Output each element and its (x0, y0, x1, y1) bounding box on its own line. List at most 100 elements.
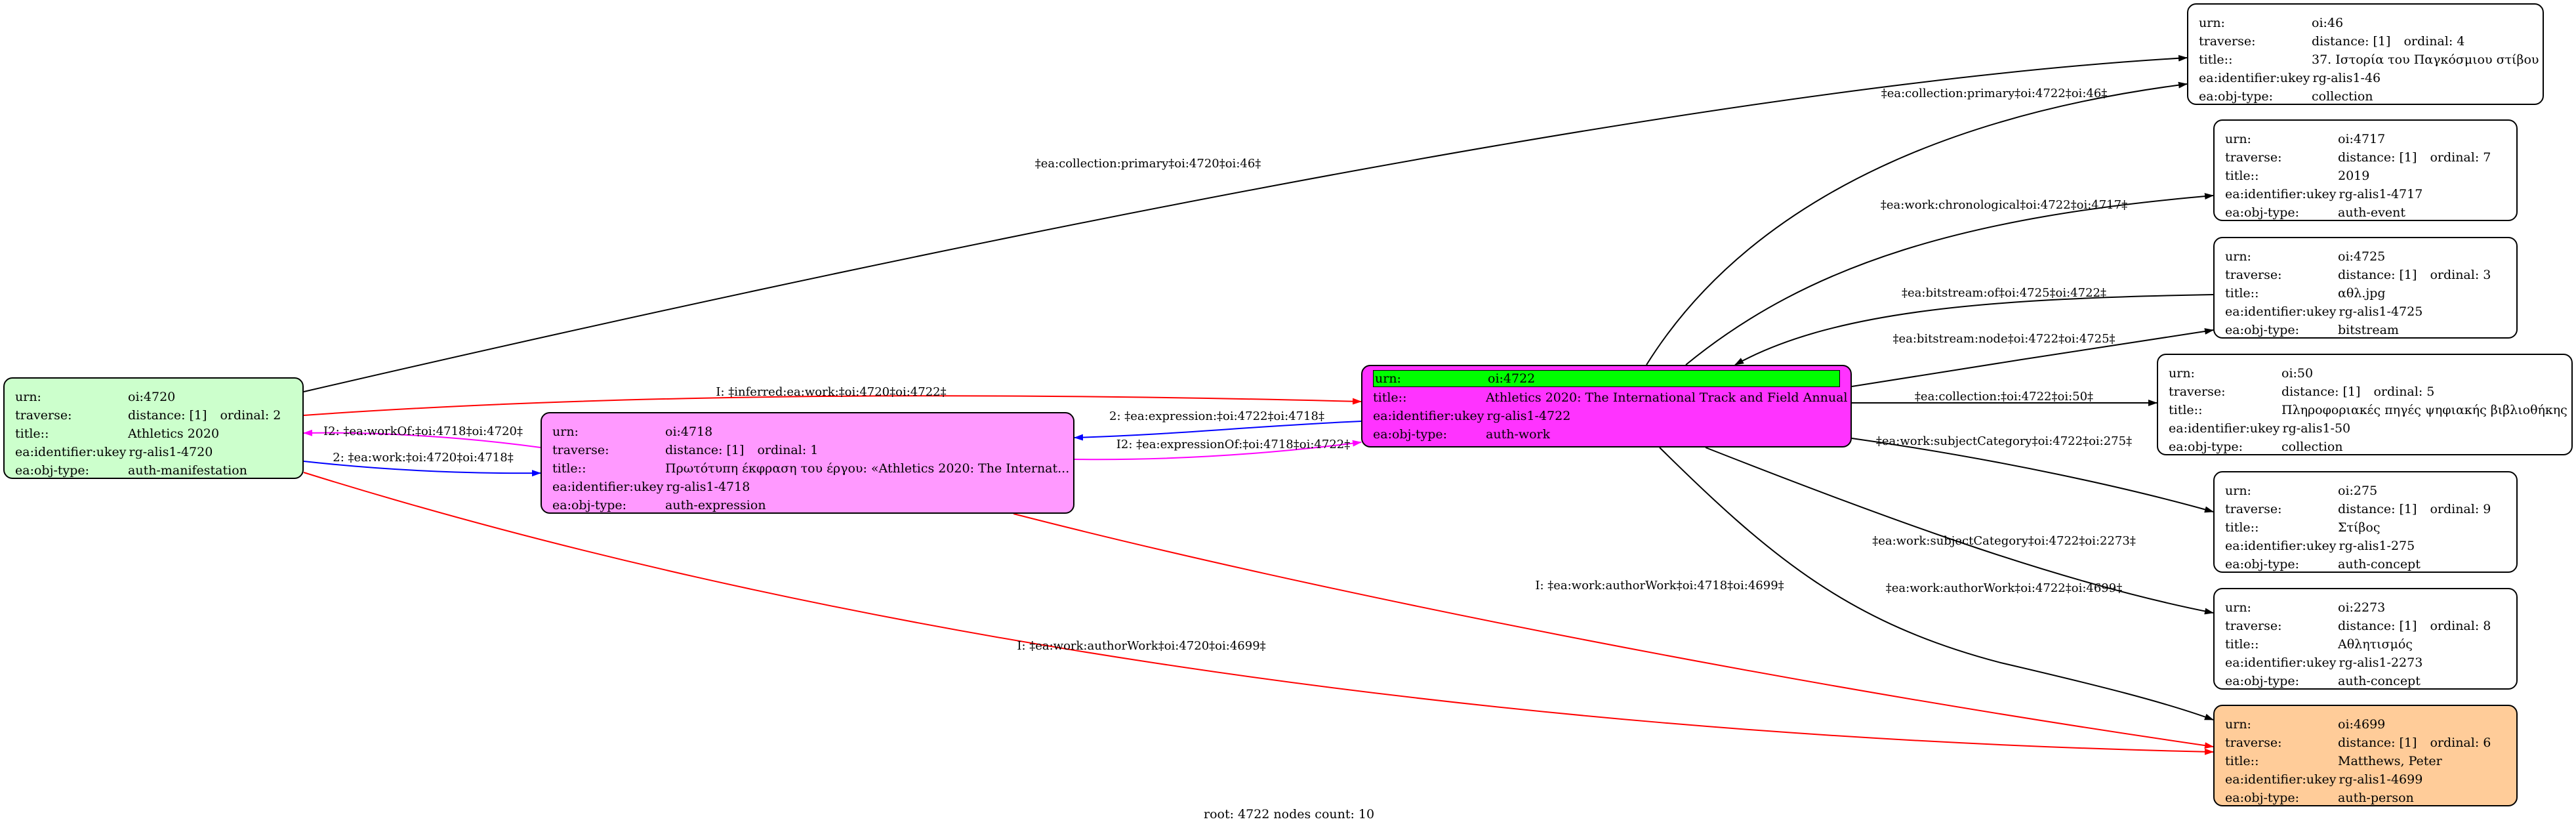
field-label: traverse: (2199, 34, 2256, 49)
field-label: ea:identifier:ukey (2225, 304, 2337, 319)
edge-label-e12: I2: ‡ea:expressionOf:‡oi:4718‡oi:4722‡ (1116, 438, 1350, 451)
field-label: title:: (2225, 286, 2259, 301)
edge-label-e14: 2: ‡ea:work:‡oi:4720‡oi:4718‡ (333, 451, 513, 465)
objtype-value: auth-work (1486, 427, 1551, 442)
field-label: ea:obj-type: (15, 463, 90, 478)
ordinal-value: ordinal: 6 (2430, 736, 2491, 750)
urn-value: oi:2273 (2338, 600, 2386, 615)
edge-e12 (1074, 440, 1362, 461)
node-oi-4699[interactable]: urn:oi:4699 traverse:distance: [1]ordina… (2213, 705, 2518, 806)
urn-value: oi:4720 (128, 390, 176, 404)
field-label: urn: (2199, 16, 2225, 30)
field-label: title:: (15, 426, 49, 441)
ordinal-value: ordinal: 4 (2403, 34, 2465, 49)
ordinal-value: ordinal: 9 (2430, 502, 2491, 516)
urn-value: oi:4717 (2338, 132, 2386, 146)
edge-label-e11: 2: ‡ea:expression:‡oi:4722‡oi:4718‡ (1109, 409, 1324, 423)
field-label: ea:identifier:ukey (15, 445, 127, 459)
node-oi-46[interactable]: urn:oi:46 traverse:distance: [1]ordinal:… (2187, 3, 2544, 105)
objtype-value: bitstream (2338, 323, 2399, 337)
ukey-value: rg-alis1-4717 (2339, 187, 2423, 201)
edge-e7 (1851, 438, 2214, 513)
title-value: 37. Ιστορία του Παγκόσμιου στίβου (2312, 52, 2539, 67)
node-oi-2273[interactable]: urn:oi:2273 traverse:distance: [1]ordina… (2213, 588, 2518, 690)
field-label: ea:obj-type: (2225, 205, 2300, 220)
urn-value: oi:4718 (665, 425, 713, 439)
field-label: traverse: (552, 443, 609, 457)
field-label: title:: (2225, 520, 2259, 535)
ordinal-value: ordinal: 3 (2430, 268, 2491, 282)
field-label: ea:identifier:ukey (552, 480, 664, 494)
field-label: traverse: (2169, 385, 2226, 399)
title-value: Πληροφοριακές πηγές ψηφιακής βιβλιοθήκης (2281, 403, 2567, 417)
objtype-value: auth-concept (2338, 557, 2421, 572)
node-oi-4718[interactable]: urn:oi:4718 traverse:distance: [1]ordina… (541, 412, 1074, 514)
node-oi-4717[interactable]: urn:oi:4717 traverse:distance: [1]ordina… (2213, 119, 2518, 221)
field-label: ea:identifier:ukey (2199, 71, 2310, 85)
ordinal-value: ordinal: 8 (2430, 619, 2491, 633)
field-label: traverse: (2225, 268, 2282, 282)
node-oi-4725[interactable]: urn:oi:4725 traverse:distance: [1]ordina… (2213, 237, 2518, 339)
field-label: title:: (2199, 52, 2233, 67)
edge-label-e4: ‡ea:bitstream:of‡oi:4725‡oi:4722‡ (1902, 286, 2106, 300)
edge-e10 (303, 395, 1362, 416)
edge-label-e5: ‡ea:bitstream:node‡oi:4722‡oi:4725‡ (1892, 332, 2115, 346)
node-oi-275[interactable]: urn:oi:275 traverse:distance: [1]ordinal… (2213, 471, 2518, 573)
ordinal-value: ordinal: 2 (220, 408, 281, 423)
field-label: ea:identifier:ukey (1373, 409, 1484, 423)
title-value: Athletics 2020 (128, 426, 220, 441)
distance-value: distance: [1] (2281, 385, 2361, 399)
objtype-value: auth-expression (665, 498, 766, 512)
objtype-value: auth-concept (2338, 674, 2421, 688)
field-label: ea:obj-type: (1373, 427, 1448, 442)
title-value: αθλ.jpg (2338, 286, 2386, 301)
field-label: ea:obj-type: (2199, 89, 2274, 104)
edge-label-e10: I: ‡inferred:ea:work:‡oi:4720‡oi:4722‡ (716, 385, 946, 399)
title-value: Πρωτότυπη έκφραση του έργου: «Athletics … (665, 461, 1070, 476)
objtype-value: auth-person (2338, 791, 2414, 805)
edge-e9 (1659, 447, 2214, 720)
distance-value: distance: [1] (2338, 736, 2417, 750)
edge-label-e2: ‡ea:collection:primary‡oi:4722‡oi:46‡ (1881, 87, 2108, 100)
field-label: ea:obj-type: (2225, 674, 2300, 688)
title-value: Athletics 2020: The International Track … (1486, 390, 1848, 405)
field-label: traverse: (2225, 619, 2282, 633)
ukey-value: rg-alis1-4722 (1486, 409, 1571, 423)
field-label: ea:identifier:ukey (2225, 187, 2337, 201)
ukey-value: rg-alis1-4720 (129, 445, 213, 459)
field-label: urn: (2225, 132, 2251, 146)
node-oi-50[interactable]: urn:oi:50 traverse:distance: [1]ordinal:… (2157, 354, 2573, 455)
distance-value: distance: [1] (2338, 502, 2417, 516)
distance-value: distance: [1] (665, 443, 745, 457)
field-label: urn: (1375, 371, 1401, 386)
edge-e8 (1705, 447, 2214, 615)
ordinal-value: ordinal: 1 (757, 443, 819, 457)
node-oi-4722-root[interactable]: urn:oi:4722 title::Athletics 2020: The I… (1361, 365, 1852, 447)
field-label: ea:obj-type: (2225, 791, 2300, 805)
field-label: traverse: (2225, 150, 2282, 165)
distance-value: distance: [1] (128, 408, 207, 423)
title-value: Matthews, Peter (2338, 754, 2442, 768)
edge-e1 (303, 54, 2188, 392)
highlight-row: urn: oi:4722 (1373, 370, 1840, 387)
field-label: title:: (2225, 637, 2259, 652)
field-label: ea:obj-type: (552, 498, 627, 512)
edge-e5 (1851, 328, 2214, 387)
field-label: title:: (2225, 169, 2259, 183)
urn-value: oi:46 (2312, 16, 2344, 30)
ukey-value: rg-alis1-4718 (666, 480, 750, 494)
urn-value: oi:4722 (1488, 371, 1536, 386)
title-value: 2019 (2338, 169, 2370, 183)
edge-e15 (1013, 513, 2214, 749)
field-label: ea:obj-type: (2169, 440, 2243, 454)
edge-label-e7: ‡ea:work:subjectCategory‡oi:4722‡oi:275‡ (1876, 434, 2132, 448)
edge-label-e13: I2: ‡ea:workOf:‡oi:4718‡oi:4720‡ (323, 425, 523, 438)
edge-e4 (1734, 294, 2214, 365)
ukey-value: rg-alis1-2273 (2339, 655, 2423, 670)
edge-label-e1: ‡ea:collection:primary‡oi:4720‡oi:46‡ (1035, 157, 1261, 171)
objtype-value: auth-manifestation (128, 463, 247, 478)
objtype-value: collection (2281, 440, 2343, 454)
node-oi-4720[interactable]: urn:oi:4720 traverse:distance: [1]ordina… (3, 377, 304, 479)
distance-value: distance: [1] (2338, 619, 2417, 633)
edge-e13 (303, 429, 541, 448)
